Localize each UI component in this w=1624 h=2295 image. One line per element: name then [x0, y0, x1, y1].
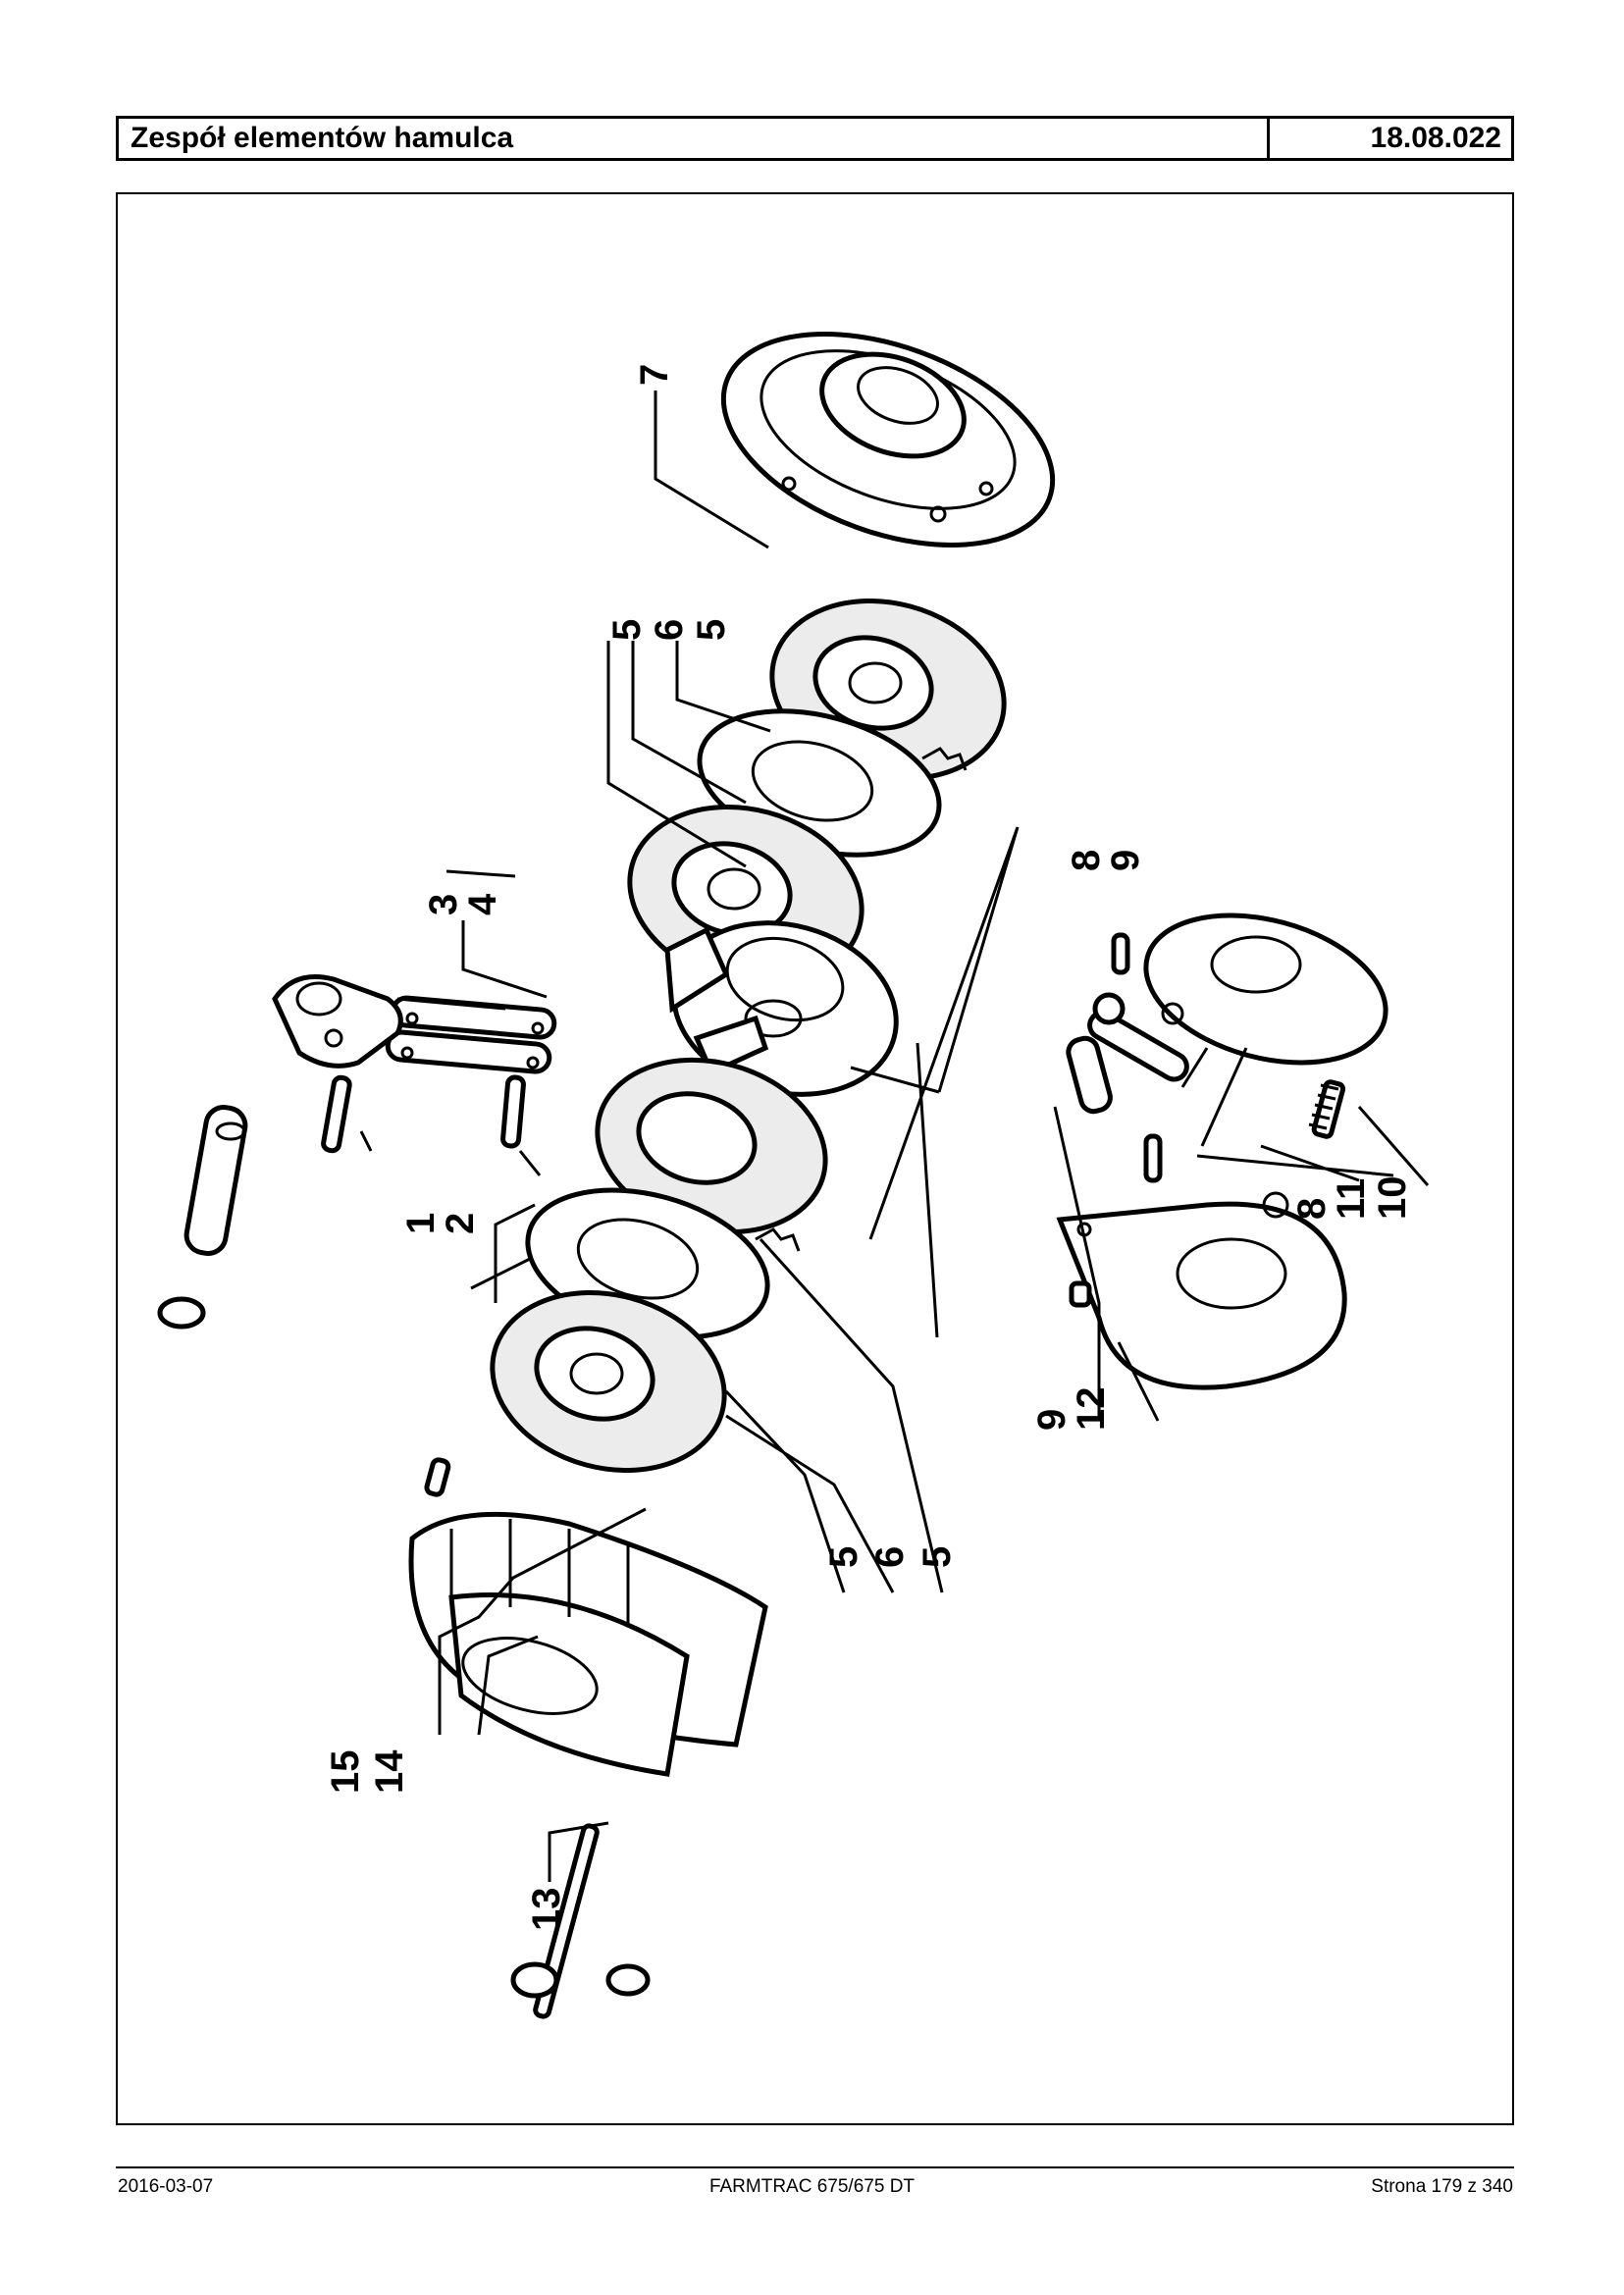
part-12-nut [1069, 1280, 1092, 1308]
callout-5-a: 5 [605, 619, 649, 641]
leader-lines [396, 391, 1430, 1882]
part-14-brake-shoe [408, 1511, 768, 1777]
callout-10: 10 [1371, 1176, 1414, 1221]
part-9-lever-lower [1066, 1035, 1113, 1115]
callout-labels: 7 5 6 5 3 4 8 9 1 2 8 11 10 9 12 5 6 5 1… [324, 364, 1414, 1931]
footer-model: FARMTRAC 675/675 DT [708, 2176, 916, 2197]
brake-actuator-body [664, 920, 899, 1097]
callout-5-c: 5 [822, 1546, 865, 1568]
part-10-spring [1308, 1079, 1346, 1139]
callout-12: 12 [1070, 1387, 1113, 1432]
callout-9-top: 9 [1104, 850, 1147, 871]
section-code: 18.08.022 [1370, 122, 1501, 154]
part-5-friction-disc-lower-b [490, 1290, 727, 1473]
callout-8-top: 8 [1065, 850, 1108, 871]
pins-left [157, 1074, 542, 1330]
part-7-housing-cover [720, 332, 1056, 548]
callout-6-a: 6 [648, 619, 691, 641]
right-upper-plate [1143, 913, 1388, 1066]
part-9-lever-upper [1087, 932, 1189, 1082]
callout-6-b: 6 [868, 1546, 912, 1568]
callout-3: 3 [422, 894, 465, 915]
callout-5-d: 5 [916, 1546, 959, 1568]
page-title: Zespół elementów hamulca [119, 119, 1270, 158]
part-bracket [272, 974, 403, 1069]
right-lower-plate [1056, 1191, 1347, 1390]
callout-8-right: 8 [1290, 1198, 1334, 1220]
callout-4: 4 [461, 893, 504, 915]
brake-assembly-diagram: 7 5 6 5 3 4 8 9 1 2 8 11 10 9 12 5 6 5 1… [157, 332, 1430, 2019]
callout-1: 1 [399, 1213, 443, 1234]
page-header: Zespół elementów hamulca 18.08.022 [116, 116, 1514, 161]
footer-page-number: Strona 179 z 340 [1371, 2176, 1513, 2197]
callout-15: 15 [324, 1750, 367, 1795]
callout-7: 7 [633, 364, 676, 386]
callout-11: 11 [1330, 1178, 1373, 1220]
callout-13: 13 [525, 1888, 568, 1932]
callout-9-bottom: 9 [1030, 1409, 1074, 1431]
diagram-frame: 7 5 6 5 3 4 8 9 1 2 8 11 10 9 12 5 6 5 1… [116, 192, 1514, 2125]
part-3-link-plates [385, 995, 557, 1074]
part-5-friction-disc-lower-a [595, 1057, 828, 1235]
footer-date: 2016-03-07 [118, 2176, 214, 2197]
footer-divider [116, 2166, 1514, 2168]
callout-2: 2 [439, 1213, 482, 1234]
part-15-pin [424, 1457, 451, 1497]
callout-5-b: 5 [690, 619, 733, 641]
callout-14: 14 [368, 1749, 411, 1794]
part-8-pin-lower [1143, 1133, 1163, 1183]
